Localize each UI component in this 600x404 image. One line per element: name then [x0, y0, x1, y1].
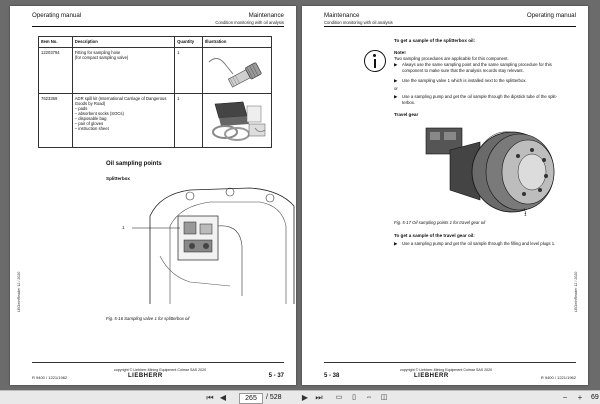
description-line: – disposable bag	[74, 115, 107, 121]
last-page-icon[interactable]: ⏭	[315, 393, 323, 402]
item-number: 7623359	[38, 93, 73, 148]
fitting-illustration	[201, 47, 273, 94]
step-text: Use the sampling valve 1 which is instal…	[402, 78, 527, 83]
step-text: Use a sampling pump and get the oil samp…	[402, 241, 556, 246]
note-bullet-marker: ▶	[394, 62, 398, 67]
zoom-in-icon[interactable]: +	[577, 393, 583, 402]
footer-rule	[324, 362, 576, 363]
figure-caption: Fig. 5-17 Oil sampling points 1 for trav…	[394, 220, 486, 225]
description-line: – pair of gloves	[74, 120, 104, 126]
zoom-level[interactable]: 69	[591, 394, 599, 401]
or-text: or	[394, 86, 398, 91]
step-bullet-marker: ▶	[394, 94, 398, 99]
header-right-title: Operating manual	[526, 12, 576, 19]
item-description: Fitting for sampling hose (for compact s…	[71, 47, 176, 94]
note-bullet-line: Always use the same sampling point and t…	[402, 62, 552, 67]
pdf-toolbar: ⏮ ◀ 265 / 528 ▶ ⏭ ▭ ▯ ⇔ ◫ − + 69	[0, 390, 600, 404]
col-header: Description	[71, 36, 176, 48]
zoom-out-icon[interactable]: −	[562, 393, 568, 402]
page-number: 5 - 37	[268, 373, 284, 379]
footer-document-number: R 9400 / 1221/1962	[540, 375, 576, 380]
header-left-title: Operating manual	[32, 12, 82, 19]
footer-document-number: R 9400 / 1221/1962	[32, 375, 68, 380]
liebherr-logo: LIEBHERR	[414, 373, 449, 379]
subsection-title: Travel gear	[394, 112, 419, 117]
item-number: 12203794	[38, 47, 73, 94]
note-text: Two sampling procedures are applicable f…	[394, 56, 509, 61]
step-bullet-marker: ▶	[394, 241, 398, 246]
previous-page-icon[interactable]: ◀	[219, 393, 227, 402]
page-left: Operating manual Maintenance Condition m…	[10, 6, 296, 385]
footer-rule	[32, 362, 284, 363]
total-pages: / 528	[266, 394, 282, 401]
side-reference: LEOwinReader 12 / 2020	[574, 271, 578, 312]
subsection-title: Splitterbox	[106, 176, 130, 181]
header-subtitle: Condition monitoring with oil analysis	[324, 20, 393, 25]
figure-caption: Fig. 5-16 Sampling valve 1 for splitterb…	[106, 316, 190, 321]
actual-size-icon[interactable]: ▭	[335, 394, 343, 401]
header-rule	[324, 26, 576, 27]
section-title: Oil sampling points	[106, 161, 162, 167]
liebherr-logo: LIEBHERR	[128, 373, 163, 379]
page-right: Maintenance Operating manual Condition m…	[302, 6, 588, 385]
header-right-title: Maintenance	[248, 12, 284, 19]
procedure-heading: To get a sample of the travel gear oil:	[394, 233, 475, 238]
info-icon	[364, 50, 386, 72]
note-bullet-line: component to make sure that the analysis…	[402, 68, 524, 73]
item-quantity: 1	[174, 93, 203, 148]
header-subtitle: Condition monitoring with oil analysis	[215, 20, 284, 25]
description-line: – instruction sheet	[74, 125, 109, 131]
page-number-input[interactable]: 265	[239, 392, 263, 404]
spill-kit-illustration	[201, 93, 273, 148]
col-header: Item No.	[38, 36, 73, 48]
fit-page-icon[interactable]: ▯	[352, 394, 356, 401]
fit-width-icon[interactable]: ⇔	[365, 394, 373, 401]
col-header: Illustration	[201, 36, 273, 48]
header-rule	[32, 26, 284, 27]
description-line: Fitting for sampling hose	[74, 49, 121, 55]
document-viewport[interactable]: Operating manual Maintenance Condition m…	[0, 0, 600, 390]
travel-gear-illustration	[425, 127, 555, 215]
table-row: 7623359 ADR spill kit (International Car…	[38, 93, 273, 148]
description-line: Goods by Road)	[74, 100, 106, 106]
splitterbox-illustration	[132, 187, 295, 304]
page-number: 5 - 38	[324, 373, 340, 379]
footer-copyright: copyright © Liebherr-Mining Equipment Co…	[114, 368, 207, 372]
parts-table: Item No. Description Quantity Illustrati…	[38, 36, 273, 148]
side-reference: LEOwinReader 12 / 2020	[17, 271, 21, 312]
callout-number: 1	[122, 225, 125, 230]
step-text: terbox.	[402, 100, 416, 105]
step-bullet-marker: ▶	[394, 78, 398, 83]
footer-copyright: copyright © Liebherr-Mining Equipment Co…	[400, 368, 493, 372]
col-header: Quantity	[174, 36, 203, 48]
table-row: 12203794 Fitting for sampling hose (for …	[38, 47, 273, 94]
step-text: Use a sampling pump and get the oil samp…	[402, 94, 558, 99]
procedure-heading: To get a sample of the splitterbox oil:	[394, 38, 476, 43]
table-header-row: Item No. Description Quantity Illustrati…	[38, 36, 273, 48]
two-page-icon[interactable]: ◫	[380, 394, 388, 401]
item-quantity: 1	[174, 47, 203, 94]
callout-number: 1	[524, 212, 527, 217]
description-line: – absorbent socks (SOCs)	[74, 110, 124, 116]
item-description: ADR spill kit (International Carriage of…	[71, 93, 176, 148]
description-line: (for compact sampling valve)	[74, 54, 129, 60]
first-page-icon[interactable]: ⏮	[206, 393, 214, 402]
description-line: ADR spill kit (International Carriage of…	[74, 95, 167, 101]
next-page-icon[interactable]: ▶	[301, 393, 309, 402]
description-line: – pads	[74, 105, 88, 111]
header-left-title: Maintenance	[324, 12, 360, 19]
note-label: Note!	[394, 50, 406, 55]
